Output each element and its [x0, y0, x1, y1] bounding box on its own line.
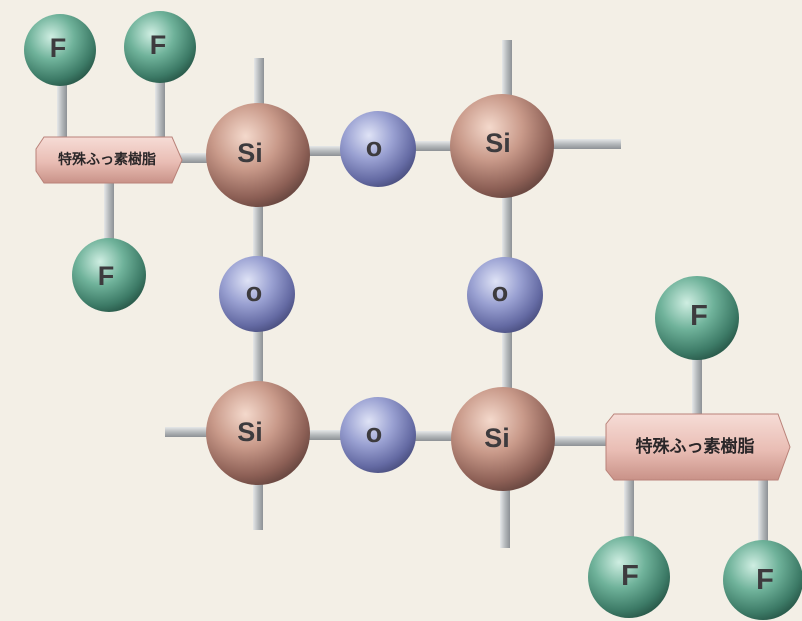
silicon-atom-top-right: Si — [450, 94, 554, 198]
fluororesin-tag-right: 特殊ふっ素樹脂 — [605, 413, 791, 481]
bond-o-left-si3 — [253, 292, 263, 434]
atom-label-si: Si — [237, 417, 263, 447]
atom-label-o: o — [366, 418, 383, 448]
atom-label-si: Si — [237, 138, 263, 168]
oxygen-atom-left: o — [219, 256, 295, 332]
bond-right-f2 — [624, 470, 634, 548]
silicon-atom-bottom-left: Si — [206, 381, 310, 485]
bond-o-top-si2 — [376, 141, 500, 151]
atom-label-f: F — [150, 30, 167, 60]
fluororesin-label-right: 特殊ふっ素樹脂 — [636, 436, 755, 457]
atom-label-f: F — [98, 261, 115, 291]
atom-label-o: o — [366, 132, 383, 162]
fluorine-atom-right-1: F — [655, 276, 739, 360]
bond-si4-down — [500, 436, 510, 548]
atom-label-si: Si — [484, 423, 510, 453]
bond-si1-o-top — [258, 146, 378, 156]
atom-label-f: F — [621, 560, 639, 592]
bond-right-f3 — [758, 478, 768, 550]
bond-si4-right — [505, 436, 610, 446]
atom-label-o: o — [246, 277, 263, 307]
atom-label-si: Si — [485, 128, 511, 158]
bond-si2-right — [505, 139, 621, 149]
fluorine-atoms: F F F F F F — [24, 11, 802, 620]
bond-o-right-si4 — [502, 292, 512, 438]
bond-left-f3 — [104, 178, 114, 262]
atom-label-f: F — [50, 33, 67, 63]
fluorine-atom-left-1: F — [24, 14, 96, 86]
atom-label-f: F — [690, 300, 708, 332]
bond-si3-o-bottom — [255, 430, 379, 440]
bond-right-f1 — [692, 344, 702, 426]
bond-left-f2 — [155, 58, 165, 144]
atom-label-o: o — [492, 277, 509, 307]
fluorine-atom-left-2: F — [124, 11, 196, 83]
fluorine-atom-right-2: F — [588, 536, 670, 618]
oxygen-atom-top: o — [340, 111, 416, 187]
fluorine-atom-right-3: F — [723, 540, 802, 620]
bond-si2-o-right — [502, 146, 512, 294]
fluororesin-tag-left: 特殊ふっ素樹脂 — [35, 136, 183, 184]
silicon-atom-top-left: Si — [206, 103, 310, 207]
bond-si2-up — [502, 40, 512, 144]
silicon-atom-bottom-right: Si — [451, 387, 555, 491]
bond-left-f1 — [57, 60, 67, 144]
silicon-atoms: Si Si Si Si — [206, 94, 555, 491]
atom-label-f: F — [756, 564, 774, 596]
oxygen-atom-bottom: o — [340, 397, 416, 473]
oxygen-atoms: o o o o — [219, 111, 543, 473]
bond-o-bottom-si4 — [376, 431, 504, 441]
fluorine-atom-left-3: F — [72, 238, 146, 312]
bond-si1-o-left — [253, 152, 263, 294]
oxygen-atom-right: o — [467, 257, 543, 333]
fluororesin-label-left: 特殊ふっ素樹脂 — [58, 151, 156, 168]
